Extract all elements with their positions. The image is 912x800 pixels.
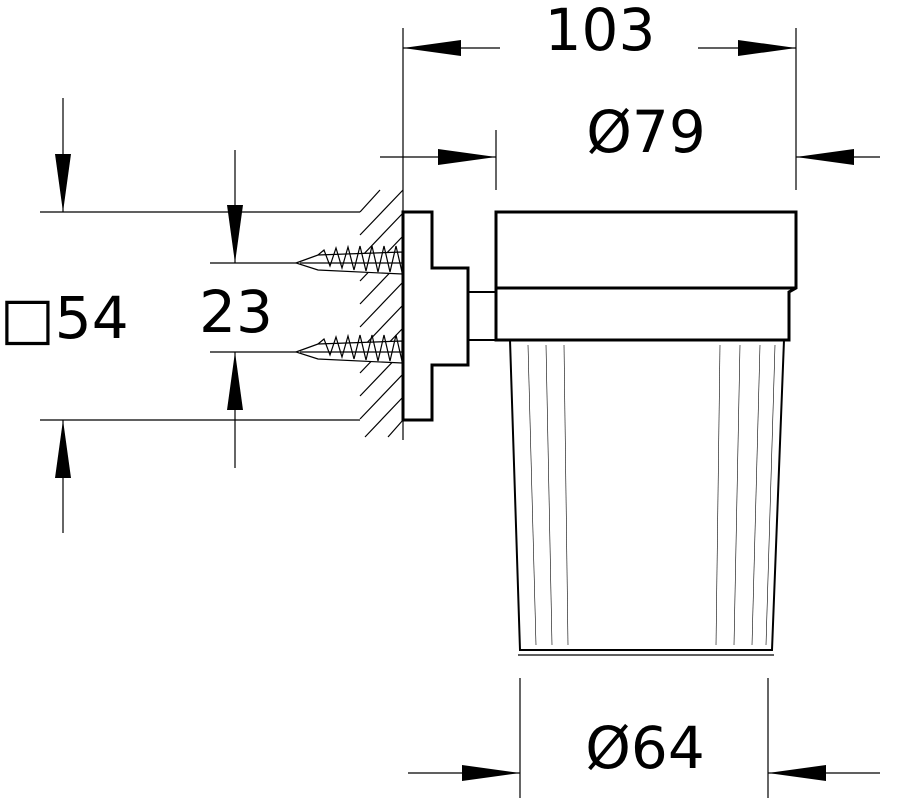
lower-screw: [294, 333, 403, 364]
upper-screw: [294, 244, 403, 275]
dimension-rim-diameter: Ø79: [380, 98, 880, 190]
bracket-size-label: □54: [0, 284, 129, 352]
dimension-bracket-size: □54: [0, 98, 360, 533]
dimension-screw-spacing: 23: [199, 150, 296, 468]
wall-bracket: [401, 210, 470, 422]
dimension-base-diameter: Ø64: [408, 678, 880, 798]
rim-diameter-label: Ø79: [586, 98, 705, 166]
overall-depth-label: 103: [545, 0, 656, 64]
bracket-arm: [468, 291, 496, 341]
dimension-overall-depth: 103: [402, 0, 797, 190]
base-diameter-label: Ø64: [585, 714, 704, 782]
wall-hatching: [359, 189, 404, 440]
screw-spacing-label: 23: [199, 278, 273, 346]
ring-holder: [494, 210, 798, 342]
glass-tumbler: [509, 339, 785, 656]
